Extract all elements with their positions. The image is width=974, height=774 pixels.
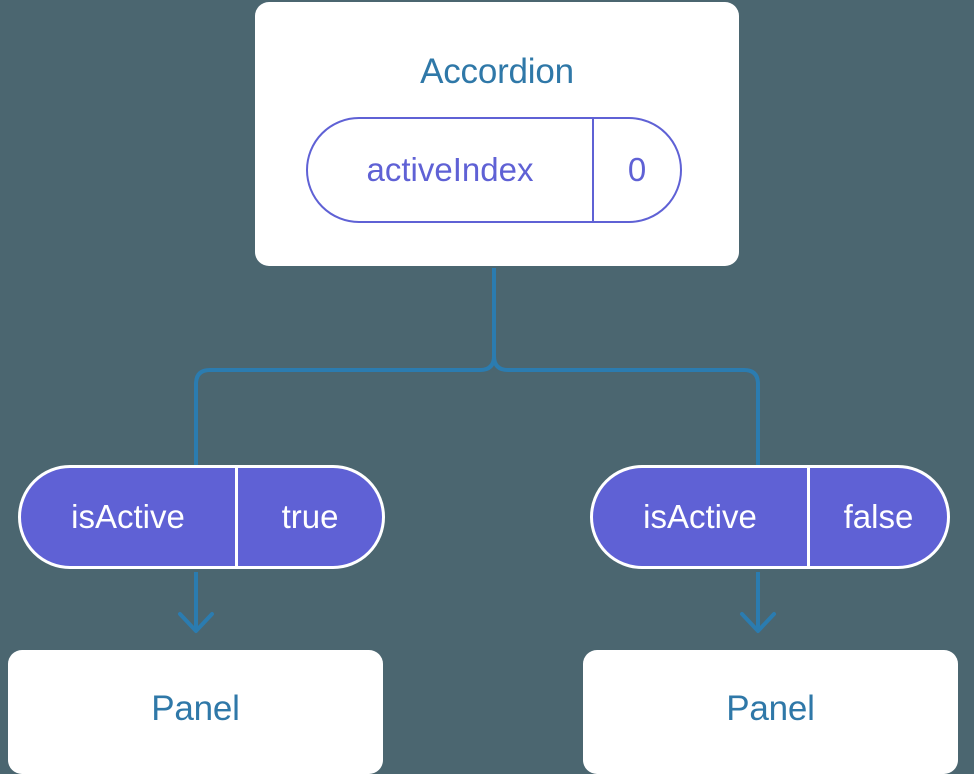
active-index-value: 0 (592, 119, 680, 221)
connector-root-to-left (194, 268, 496, 465)
arrow-right-head (740, 612, 776, 633)
panel-title-left: Panel (151, 688, 240, 728)
active-index-prop-pill[interactable]: activeIndex 0 (306, 117, 682, 223)
is-active-prop-pill-left[interactable]: isActive true (18, 465, 385, 569)
is-active-value-left: true (235, 468, 382, 566)
is-active-prop-pill-right[interactable]: isActive false (590, 465, 950, 569)
arrow-left-head (178, 612, 214, 633)
is-active-key-left: isActive (71, 498, 185, 535)
accordion-title: Accordion (420, 52, 574, 91)
panel-node-left[interactable]: Panel (8, 650, 383, 774)
is-active-value-right: false (807, 468, 947, 566)
panel-title-right: Panel (726, 688, 815, 728)
panel-node-right[interactable]: Panel (583, 650, 958, 774)
connector-root-to-right (492, 268, 760, 465)
active-index-key: activeIndex (366, 151, 534, 188)
is-active-key-right: isActive (643, 498, 757, 535)
